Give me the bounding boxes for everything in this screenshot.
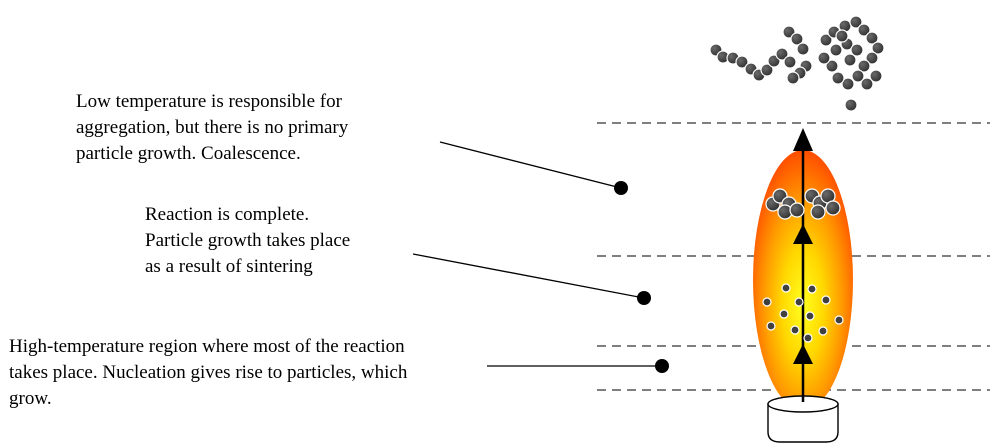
leader-line-middle xyxy=(412,253,645,299)
annotation-middle-line-2: Particle growth takes place xyxy=(145,230,351,251)
annotation-bottom-line-2: takes place. Nucleation gives rise to pa… xyxy=(9,362,408,383)
sintered-particle-cluster xyxy=(765,188,841,220)
arrowhead-top xyxy=(793,128,813,151)
nucleated-particles xyxy=(762,283,844,343)
arrowhead-middle xyxy=(793,224,813,244)
annotation-bottom-line-3: grow. xyxy=(9,388,52,409)
annotation-middle-line-3: as a result of sintering xyxy=(145,256,313,277)
leader-dot-top xyxy=(614,181,628,195)
burner xyxy=(767,395,839,443)
leader-lines xyxy=(412,141,669,373)
annotation-top-line-3: particle growth. Coalescence. xyxy=(76,143,301,164)
annotation-middle-line-1: Reaction is complete. xyxy=(145,204,310,225)
annotation-middle: Reaction is complete. Particle growth ta… xyxy=(145,202,350,280)
flow-arrow xyxy=(793,128,813,402)
leader-dot-middle xyxy=(637,291,651,305)
leader-dot-bottom xyxy=(655,359,669,373)
annotation-top-line-2: aggregation, but there is no primary xyxy=(76,117,349,138)
annotation-bottom: High-temperature region where most of th… xyxy=(9,334,407,412)
leader-line-top xyxy=(439,141,622,189)
annotation-top-line-1: Low temperature is responsible for xyxy=(76,91,342,112)
annotation-top: Low temperature is responsible for aggre… xyxy=(76,89,348,167)
arrowhead-bottom xyxy=(793,344,813,364)
aggregated-particle-chains xyxy=(709,15,885,112)
annotation-bottom-line-1: High-temperature region where most of th… xyxy=(9,336,405,357)
